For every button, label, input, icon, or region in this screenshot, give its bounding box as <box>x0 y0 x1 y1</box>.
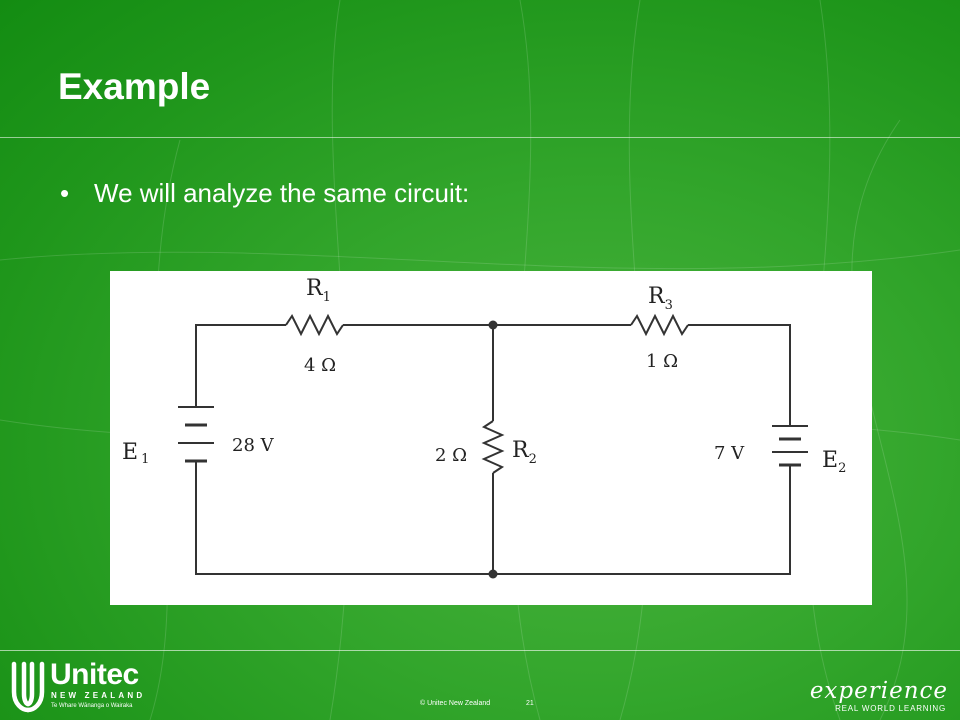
title-divider <box>0 137 960 138</box>
experience-brand: experience REAL WORLD LEARNING <box>809 678 952 716</box>
bullet-text: We will analyze the same circuit: <box>94 178 470 208</box>
footer-divider <box>0 650 960 651</box>
value-r3: 1 Ω <box>646 351 678 372</box>
footer-copyright: © Unitec New Zealand <box>420 700 491 707</box>
wire-top-right <box>688 324 791 416</box>
junction-node-bottom <box>488 569 498 579</box>
label-r1: R1 <box>306 276 331 305</box>
value-r1: 4 Ω <box>304 355 336 376</box>
unitec-emblem-icon <box>11 661 45 713</box>
bullet-item: • We will analyze the same circuit: <box>60 178 469 209</box>
bullet-dot: • <box>60 178 70 208</box>
value-e1: 28 V <box>232 435 275 456</box>
junction-node-top <box>488 320 498 330</box>
unitec-logo: Unitec NEW ZEALAND Te Whare Wānanga o Wa… <box>8 654 158 718</box>
label-r3: R3 <box>648 284 673 313</box>
label-r2: R2 <box>512 438 537 467</box>
brand-tagline: REAL WORLD LEARNING <box>835 704 946 713</box>
label-e2: E2 <box>822 448 846 476</box>
logo-wordmark: Unitec <box>50 658 139 691</box>
value-r2: 2 Ω <box>435 445 467 466</box>
resistor-r3 <box>630 313 689 337</box>
resistor-r2 <box>481 420 505 474</box>
slide-title: Example <box>58 66 211 107</box>
resistor-r1 <box>285 313 344 337</box>
value-e2: 7 V <box>714 443 745 464</box>
brand-wordmark: experience <box>809 678 948 704</box>
wire-top-left <box>195 324 286 407</box>
logo-subtitle: NEW ZEALAND <box>51 691 146 700</box>
slide-number: 21 <box>526 700 534 707</box>
battery-e1 <box>178 406 214 471</box>
logo-maori-tagline: Te Whare Wānanga o Wairaka <box>51 703 133 709</box>
battery-e2 <box>772 416 808 475</box>
